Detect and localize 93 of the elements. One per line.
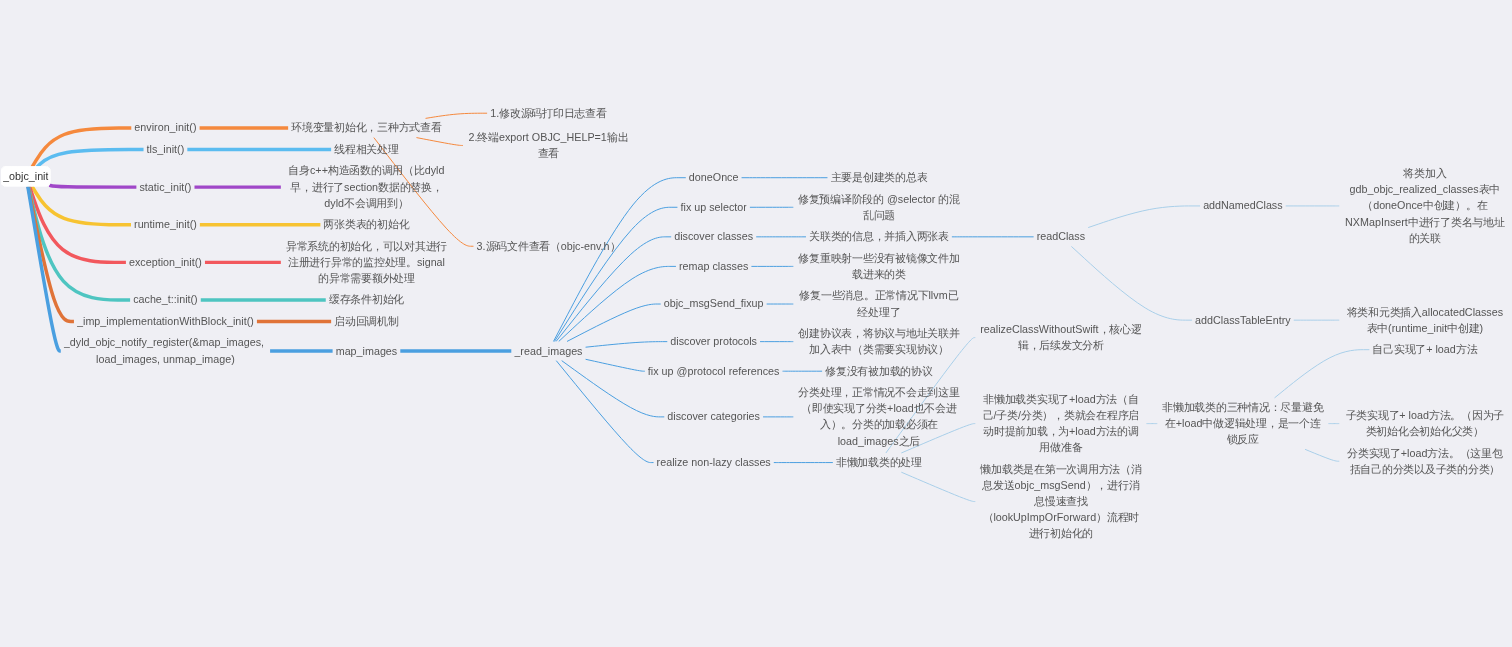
connector [1274, 349, 1370, 399]
connector [1146, 423, 1158, 425]
connector [749, 206, 794, 208]
node-text: cache_t::init() [133, 293, 198, 306]
connector [199, 223, 321, 227]
node-text: 懒加载类是在第一次调用方法（消息发送objc_msgSend），进行消息慢速查找（lookUpImpOrForward）流程时进行初始化的 [980, 462, 1142, 540]
node-text: objc_msgSend_fixup [663, 297, 764, 310]
node-text: 两张类表的初始化 [323, 218, 410, 231]
connector [1087, 205, 1201, 229]
connector [558, 265, 677, 342]
node-text: runtime_init() [134, 218, 197, 231]
node-text: 主要是创建类的总表 [830, 171, 928, 184]
connector [900, 423, 976, 454]
connector [885, 337, 976, 454]
node-text: addClassTableEntry [1195, 313, 1291, 326]
node-text: realize non-lazy classes [656, 456, 771, 469]
connector [1070, 245, 1193, 321]
connector [1293, 319, 1340, 321]
connector [199, 126, 289, 130]
node-text: discover classes [674, 230, 754, 243]
node-text: realizeClassWithoutSwift，核心逻辑，后续发文分析 [980, 323, 1142, 352]
node-text: _read_images [514, 344, 583, 357]
connector [561, 360, 665, 418]
connector [269, 349, 333, 353]
node-text: fix up @protocol references [647, 364, 780, 377]
connector [187, 147, 332, 152]
node-text: doneOnce [688, 171, 739, 184]
connector [585, 358, 646, 372]
node-text: 分类处理，正常情况不会走到这里（即使实现了分类+load也不会进入）。分类的加载必须在load_images之后 [798, 386, 960, 447]
connector [1328, 423, 1340, 425]
node-text: 关联类的信息，并插入两张表 [809, 230, 949, 243]
connector [30, 185, 131, 227]
connector [755, 236, 807, 238]
connector [552, 177, 687, 342]
node-text: 异常系统的初始化，可以对其进行注册进行异常的监控处理。signal的异常需要额外处理 [285, 239, 448, 285]
connector [1304, 448, 1340, 462]
node-text: 修复预编译阶段的 @selector 的混乱问题 [797, 192, 960, 222]
node-text: 启动回调机制 [334, 314, 399, 328]
connector [566, 303, 662, 342]
connector [373, 137, 474, 247]
node-text: 修复重映射一些没有被镜像文件加载进来的类 [798, 251, 960, 281]
node-text: readClass [1036, 230, 1086, 243]
node-text: 非懒加载类的处理 [835, 456, 922, 469]
node-text: _imp_implementationWithBlock_init() [77, 314, 254, 328]
connector [194, 185, 282, 189]
node-text: _dyld_objc_notify_register(&map_images, load_images, unmap_image) [63, 336, 265, 365]
connector [1285, 205, 1340, 207]
connector [415, 137, 464, 146]
connector [204, 260, 282, 265]
connector [951, 236, 1035, 238]
connector [773, 462, 834, 464]
node-text: discover categories [667, 410, 760, 423]
node-text: exception_init() [128, 255, 202, 269]
node-text: environ_init() [134, 121, 197, 134]
node-text: 创建协议表，将协议与地址关联并加入表中（类需要实现协议） [798, 327, 960, 356]
connector [782, 370, 823, 372]
connector [759, 341, 794, 343]
connector [900, 471, 976, 503]
node-text: fix up selector [680, 200, 747, 214]
node-text: 将类和元类插入allocatedClasses表中(runtime_init中创建) [1346, 305, 1504, 334]
connector [750, 265, 794, 267]
connector [26, 186, 62, 353]
connector [256, 319, 332, 324]
node-text: 自己实现了+ load方法 [1372, 343, 1478, 356]
node-text: addNamedClass [1203, 199, 1283, 212]
node-text: 环境变量初始化，三种方式查看 [291, 121, 442, 134]
node-text: 1.修改源码打印日志查看 [490, 106, 607, 119]
connector [585, 341, 668, 348]
connector [555, 360, 655, 464]
connector [555, 236, 672, 342]
node-text: 3.源码文件查看（objc-env.h） [476, 239, 621, 252]
connector [741, 177, 828, 179]
connector [762, 416, 794, 418]
node-text: static_init() [139, 180, 192, 193]
connector [200, 298, 326, 302]
node-text: 非懒加载类的三种情况：尽量避免在+load中做逻辑处理，是一个连锁反应 [1162, 400, 1324, 446]
node-text: discover protocols [670, 335, 757, 348]
connector [554, 206, 678, 342]
node-text: 修复没有被加载的协议 [825, 364, 933, 377]
connector [400, 349, 512, 353]
node-text: 2.终端export OBJC_HELP=1输出查看 [468, 130, 629, 160]
connector [48, 183, 137, 189]
node-text: map_images [335, 344, 398, 357]
node-text: 分类实现了+load方法。（这里包括自己的分类以及子类的分类） [1347, 446, 1503, 476]
node-text: 将类加入gdb_objc_realized_classes表中（doneOnce中创建）。在NXMapInsert中进行了类名与地址的关联 [1345, 167, 1505, 244]
node-text: 缓存条件初始化 [328, 293, 405, 306]
connector [766, 303, 794, 305]
node-text: 子类实现了+ load方法。（因为子类初始化会初始化父类） [1345, 409, 1505, 438]
connector [425, 112, 488, 119]
node-text: 修复一些消息。正常情况下llvm已经处理了 [799, 289, 959, 318]
node-text: tls_init() [146, 142, 185, 156]
node-text: remap classes [679, 259, 749, 273]
node-text: 非懒加载类实现了+load方法（自己/子类/分类），类就会在程序启动时提前加载，为+load方法的调用做准备 [982, 392, 1140, 454]
